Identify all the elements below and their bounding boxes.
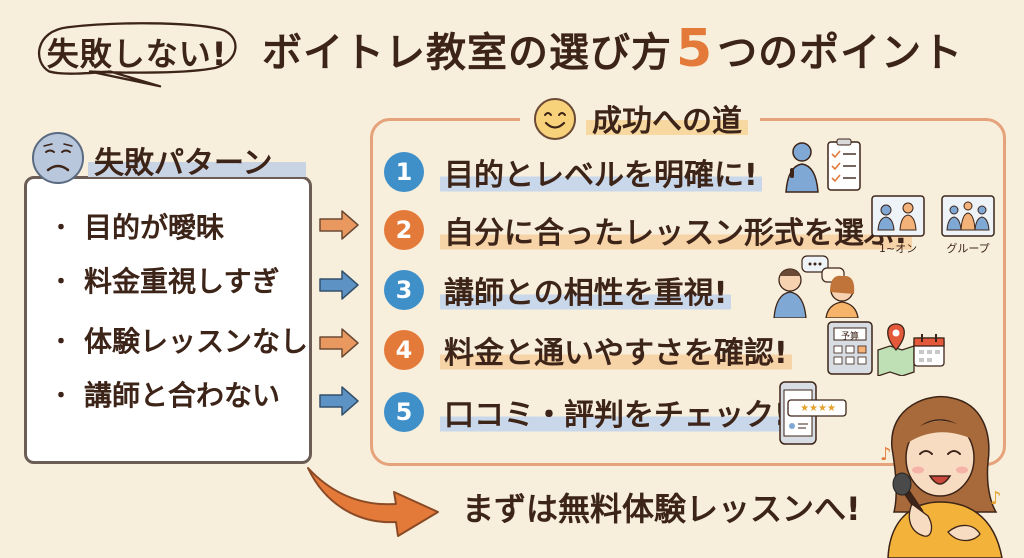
phone-review-icon <box>779 381 847 445</box>
big-arrow-icon <box>307 467 439 537</box>
singing-girl-illustration <box>887 396 1003 558</box>
bullet: ・ <box>50 384 73 409</box>
bullet: ・ <box>50 270 73 295</box>
step-text: 目的とレベルを明確に! <box>440 150 762 194</box>
success-step: 5 口コミ・評判をチェック! <box>384 388 792 436</box>
map-pin-icon <box>877 323 915 376</box>
step-text: 口コミ・評判をチェック! <box>440 390 792 434</box>
bullet: ・ <box>50 216 73 241</box>
calculator-icon <box>827 321 873 375</box>
failure-title: 失敗パターン <box>88 140 306 181</box>
title-number: 5 <box>676 19 714 79</box>
music-note-icon: ♪ <box>990 488 1002 509</box>
group-lesson-label: グループ <box>946 242 990 255</box>
step-number-badge: 4 <box>384 330 424 370</box>
teacher-student-icon <box>773 255 859 318</box>
failure-item-text: 体験レッスンなし <box>84 325 309 358</box>
success-step: 1 目的とレベルを明確に! <box>384 148 762 196</box>
success-title: 成功への道 <box>586 98 748 139</box>
arrow-right-icon <box>319 386 359 416</box>
failure-item: ・ 講師と合わない <box>50 376 280 412</box>
bullet: ・ <box>50 330 73 355</box>
step-number-badge: 1 <box>384 152 424 192</box>
group-lesson-icon <box>941 195 995 237</box>
arrow-right-icon <box>319 328 359 358</box>
failure-item-text: 料金重視しすぎ <box>84 265 280 298</box>
step-number-badge: 3 <box>384 270 424 310</box>
failure-item: ・ 体験レッスンなし <box>50 322 308 358</box>
step-text: 講師との相性を重視! <box>440 268 732 312</box>
one-on-one-icon <box>871 195 925 237</box>
step-number-badge: 2 <box>384 210 424 250</box>
cta-text: まずは無料体験レッスンへ! <box>462 490 861 528</box>
step-text: 料金と通いやすさを確認! <box>440 328 792 372</box>
person-checklist-icon <box>785 138 861 193</box>
failure-card <box>24 176 312 464</box>
success-step: 2 自分に合ったレッスン形式を選ぶ! <box>384 206 912 254</box>
calendar-icon <box>913 334 945 367</box>
smile-face-icon <box>534 98 576 140</box>
failure-item: ・ 料金重視しすぎ <box>50 262 279 298</box>
one-on-one-label: 1~オン <box>878 242 918 255</box>
failure-item: ・ 目的が曖昧 <box>50 208 224 244</box>
step-number-badge: 5 <box>384 392 424 432</box>
title-suffix: つのポイント <box>717 30 964 76</box>
success-step: 4 料金と通いやすさを確認! <box>384 326 792 374</box>
arrow-right-icon <box>319 270 359 300</box>
calculator-label: 予算 <box>840 332 859 342</box>
page-title: ボイトレ教室の選び方 5 つのポイント <box>262 19 964 79</box>
failure-item-text: 講師と合わない <box>84 379 281 412</box>
success-step: 3 講師との相性を重視! <box>384 266 732 314</box>
arrow-right-icon <box>319 210 359 240</box>
step-text: 自分に合ったレッスン形式を選ぶ! <box>440 208 912 252</box>
music-note-icon: ♪ <box>880 444 892 465</box>
review-stars: ★★★★ <box>800 402 836 414</box>
badge-bubble <box>37 22 237 88</box>
title-prefix: ボイトレ教室の選び方 <box>262 30 672 76</box>
badge-text: 失敗しない! <box>46 35 228 73</box>
failure-item-text: 目的が曖昧 <box>84 211 225 244</box>
sad-face-icon <box>32 132 84 184</box>
